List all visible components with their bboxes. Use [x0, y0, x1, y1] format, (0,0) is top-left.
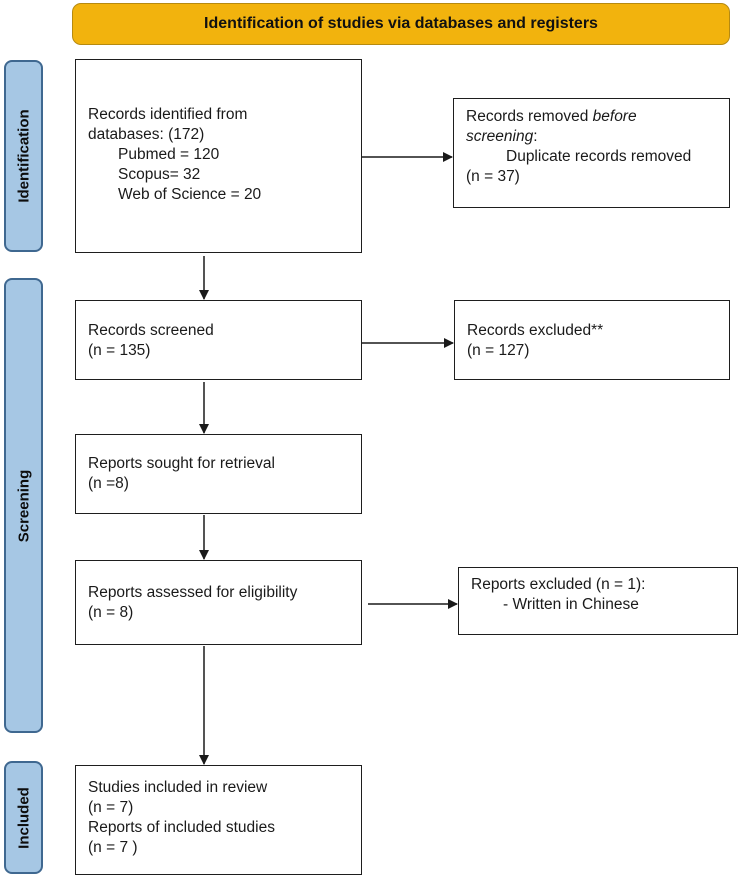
reports-assessed-line2: (n = 8)	[88, 604, 134, 621]
phase-included: Included	[4, 761, 43, 874]
reports-excluded-box: Reports excluded (n = 1): - Written in C…	[458, 567, 738, 635]
diagram-title: Identification of studies via databases …	[72, 3, 730, 45]
studies-included-line3: Reports of included studies	[88, 819, 275, 836]
records-screened-box: Records screened (n = 135)	[75, 300, 362, 380]
reports-excluded-line1: Reports excluded (n = 1):	[471, 576, 646, 593]
records-excluded-box: Records excluded** (n = 127)	[454, 300, 730, 380]
studies-included-line2: (n = 7)	[88, 799, 134, 816]
studies-included-line1: Studies included in review	[88, 779, 268, 796]
records-identified-box: Records identified from databases: (172)…	[75, 59, 362, 253]
records-removed-line2: screening:	[466, 128, 538, 145]
reports-assessed-line1: Reports assessed for eligibility	[88, 584, 298, 601]
studies-included-box: Studies included in review (n = 7) Repor…	[75, 765, 362, 875]
reports-sought-box: Reports sought for retrieval (n =8)	[75, 434, 362, 514]
records-screened-line2: (n = 135)	[88, 342, 151, 359]
reports-assessed-box: Reports assessed for eligibility (n = 8)	[75, 560, 362, 645]
phase-screening: Screening	[4, 278, 43, 733]
records-removed-line1: Records removed before	[466, 108, 637, 125]
records-identified-pubmed: Pubmed = 120	[118, 146, 220, 163]
reports-excluded-line2: - Written in Chinese	[503, 596, 639, 613]
diagram-title-text: Identification of studies via databases …	[204, 15, 598, 32]
studies-included-line4: (n = 7 )	[88, 839, 138, 856]
records-screened-line1: Records screened	[88, 322, 214, 339]
reports-sought-line1: Reports sought for retrieval	[88, 455, 275, 472]
records-identified-scopus: Scopus= 32	[118, 166, 201, 183]
records-removed-line4: (n = 37)	[466, 168, 520, 185]
records-excluded-line1: Records excluded**	[467, 322, 604, 339]
records-identified-wos: Web of Science = 20	[118, 186, 262, 203]
records-removed-line3: Duplicate records removed	[506, 148, 692, 165]
phase-identification: Identification	[4, 60, 43, 252]
records-excluded-line2: (n = 127)	[467, 342, 530, 359]
records-identified-line2: databases: (172)	[88, 126, 205, 143]
records-removed-box: Records removed before screening: Duplic…	[453, 98, 730, 208]
records-identified-line1: Records identified from	[88, 106, 248, 123]
reports-sought-line2: (n =8)	[88, 475, 129, 492]
